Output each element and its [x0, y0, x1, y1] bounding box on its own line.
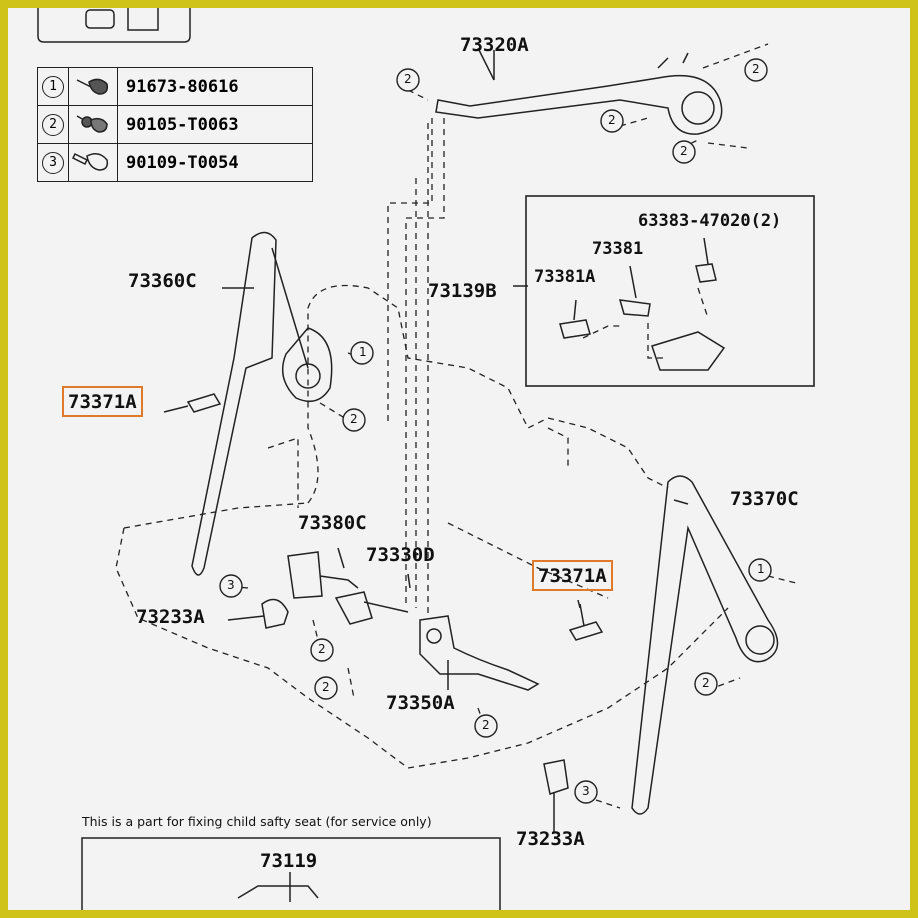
callout-digit: 1 [757, 562, 765, 576]
callout-1-b [748, 558, 772, 582]
buckle-73350A [419, 615, 540, 691]
label-63383-47020: 63383-47020(2) [638, 211, 782, 231]
callout-2-e [342, 408, 366, 432]
label-73330D: 73330D [366, 544, 435, 566]
callout-digit: 3 [582, 784, 590, 798]
callout-digit: 2 [752, 62, 760, 76]
buckle-73330D [334, 591, 373, 625]
diagram-drawing [37, 8, 815, 910]
inset-part-73381A [559, 319, 591, 339]
part-number: 90105-T0063 [117, 105, 313, 144]
label-73370C: 73370C [730, 488, 799, 510]
bracket-73233A-left [261, 598, 289, 629]
callout-digit: 2 [322, 680, 330, 694]
part-number: 90109-T0054 [117, 143, 313, 182]
callout-digit: 2 [318, 642, 326, 656]
label-73233A-right: 73233A [516, 828, 585, 850]
label-73380C: 73380C [298, 512, 367, 534]
top-partial-icon [85, 9, 115, 29]
parts-diagram: 2 2 2 2 1 2 3 2 2 2 1 2 3 1 91673-80616 … [8, 8, 910, 910]
callout-2-i [694, 672, 718, 696]
legend-row: 1 91673-80616 [37, 67, 313, 106]
shoulder-bolt-icon [71, 152, 109, 171]
inset-anchor-plate [651, 331, 726, 371]
callout-2-a [396, 68, 420, 92]
flange-bolt-icon [76, 115, 108, 133]
ref-number: 3 [42, 152, 64, 174]
callout-2-f [310, 638, 334, 662]
ref-number: 1 [42, 76, 64, 98]
bracket-73233A-right [543, 759, 569, 795]
callout-digit: 2 [680, 144, 688, 158]
label-73371A-right: 73371A [532, 560, 613, 591]
box-73119 [81, 837, 501, 910]
fastener-legend: 1 91673-80616 2 90105-T0063 3 90109-T005… [37, 67, 313, 182]
legend-row: 2 90105-T0063 [37, 105, 313, 144]
callout-1-a [350, 341, 374, 365]
belt-73370C [631, 475, 779, 815]
callout-2-g [314, 676, 338, 700]
label-73381: 73381 [592, 239, 644, 259]
bolt-icon [76, 78, 109, 95]
label-73360C: 73360C [128, 270, 197, 292]
callout-digit: 2 [404, 72, 412, 86]
label-73119: 73119 [260, 850, 318, 872]
callout-2-b [744, 58, 768, 82]
inset-part-73381 [618, 299, 651, 317]
top-partial-box [37, 8, 191, 43]
label-73371A-left: 73371A [62, 386, 143, 417]
callout-2-c [600, 109, 624, 133]
label-73139B: 73139B [428, 280, 497, 302]
callout-2-h [474, 714, 498, 738]
label-73233A-left: 73233A [136, 606, 205, 628]
legend-row: 3 90109-T0054 [37, 143, 313, 182]
callout-digit: 2 [608, 113, 616, 127]
buckle-73380C [287, 551, 323, 599]
callout-digit: 3 [227, 578, 235, 592]
ref-number: 2 [42, 114, 64, 136]
label-73350A: 73350A [386, 692, 455, 714]
inset-box [525, 195, 815, 387]
callout-digit: 2 [702, 676, 710, 690]
belt-73360C [191, 231, 277, 576]
callout-3-a [219, 574, 243, 598]
tongue-73371A-right [568, 621, 604, 641]
belt-73320A [435, 74, 723, 135]
callout-digit: 2 [350, 412, 358, 426]
label-73381A: 73381A [534, 267, 596, 287]
callout-2-d [672, 140, 696, 164]
part-number: 91673-80616 [117, 67, 313, 106]
callout-3-b [574, 780, 598, 804]
tongue-73371A-left [186, 393, 222, 413]
callout-digit: 2 [482, 718, 490, 732]
label-73320A: 73320A [460, 34, 529, 56]
callout-digit: 1 [359, 345, 367, 359]
inset-part-63383 [695, 263, 717, 283]
service-note: This is a part for fixing child safty se… [82, 814, 432, 829]
